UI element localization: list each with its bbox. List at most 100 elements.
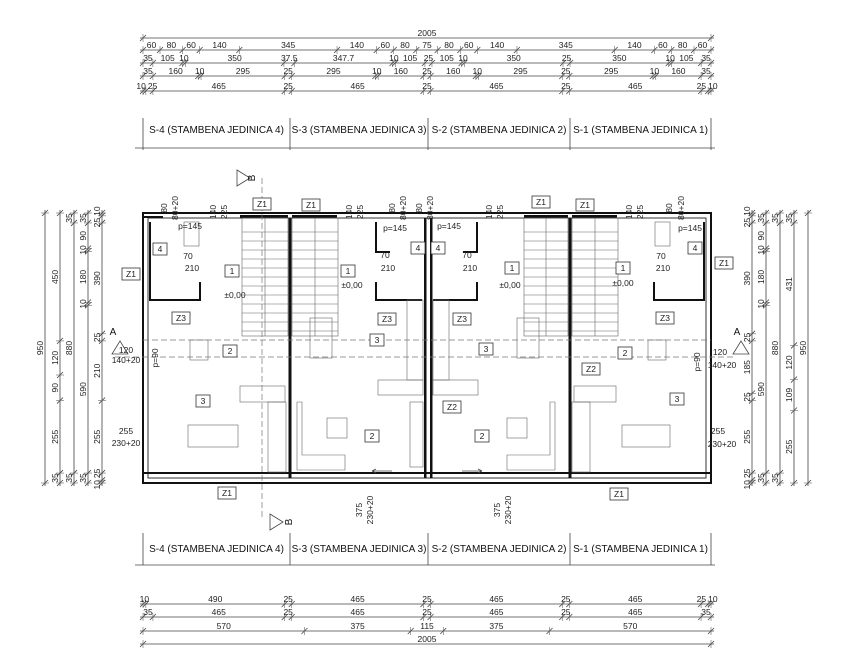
dimension-label: 35	[756, 473, 766, 483]
section-a-marker-left	[111, 340, 129, 355]
plan-label: ±0,00	[341, 280, 362, 290]
plan-label: 225	[355, 205, 365, 219]
dimension-label: 25	[561, 594, 571, 604]
dimension-label: 25	[148, 81, 158, 91]
dimension-label: 10	[78, 299, 88, 309]
dimension-label: 35	[50, 473, 60, 483]
island-s3	[377, 379, 424, 396]
dimension-label: 35	[756, 213, 766, 223]
dimension-label: 375	[489, 621, 503, 631]
plan-label: A	[110, 327, 117, 338]
dimension-label: 465	[350, 607, 364, 617]
sliding-door-arrow	[462, 468, 483, 474]
plan-label: p=90	[692, 352, 702, 371]
party-wall-s3-s2b	[430, 218, 433, 478]
plan-label: Z2	[447, 402, 457, 412]
dimension-label: 465	[489, 81, 503, 91]
dimension-label: 140	[212, 40, 226, 50]
dimension-label: 60	[658, 40, 668, 50]
plan-label: p=145	[178, 221, 202, 231]
dimension-label: 465	[350, 594, 364, 604]
building-walls	[111, 169, 750, 531]
label-box	[669, 392, 685, 406]
dimension-label: 25	[561, 607, 571, 617]
plan-label: 230+20	[365, 495, 375, 524]
bathroom-s2	[433, 222, 478, 301]
dimension-label: 80	[167, 40, 177, 50]
counter-s4	[239, 385, 286, 403]
label-box	[581, 362, 601, 376]
dimension-label: 25	[742, 218, 752, 228]
plan-label: 2	[623, 348, 628, 358]
unit-header-1: S-1 (STAMBENA JEDINICA 1)	[573, 544, 708, 555]
dimension-label: 255	[92, 429, 102, 443]
dimension-label: 880	[770, 341, 780, 355]
dimension-label: 60	[380, 40, 390, 50]
plan-label: 4	[693, 243, 698, 253]
dimension-label: 10	[742, 206, 752, 216]
dimension-label: 255	[50, 429, 60, 443]
dimension-label: 10	[136, 81, 146, 91]
dimension-label: 295	[513, 66, 527, 76]
dimension-label: 25	[697, 81, 707, 91]
dimension-label: 465	[628, 594, 642, 604]
dimension-label: 25	[561, 81, 571, 91]
dimension-label: 105	[161, 53, 175, 63]
plan-label: 70	[183, 251, 193, 261]
dimension-label: 10	[665, 53, 675, 63]
dimension-label: 2005	[418, 634, 437, 644]
plan-label: 80	[387, 203, 397, 213]
plan-label: p=145	[678, 223, 702, 233]
bathroom-s3	[375, 222, 422, 301]
dimension-label: 160	[394, 66, 408, 76]
bathroom-s1	[653, 222, 705, 301]
unit-header-3: S-3 (STAMBENA JEDINICA 3)	[292, 125, 427, 136]
dimension-label: 25	[422, 66, 432, 76]
plan-label: 4	[158, 244, 163, 254]
dimension-label: 105	[679, 53, 693, 63]
plan-label: Z1	[580, 200, 590, 210]
kitchen-s1	[571, 401, 591, 473]
label-box	[410, 241, 426, 255]
label-box	[222, 344, 238, 358]
dimension-label: 25	[561, 66, 571, 76]
plan-label: 2	[370, 431, 375, 441]
dimension-label: 465	[212, 81, 226, 91]
dimension-label: 37.5	[281, 53, 298, 63]
dimension-label: 210	[92, 363, 102, 377]
dimension-label: 180	[756, 270, 766, 284]
dimension-label: 880	[64, 341, 74, 355]
label-box	[714, 256, 734, 270]
dimension-label: 570	[217, 621, 231, 631]
dimension-label: 60	[147, 40, 157, 50]
plan-label: 80+20	[676, 196, 686, 220]
dimension-label: 80	[400, 40, 410, 50]
counter-s1	[573, 385, 617, 403]
top-wall-mid-left2	[292, 215, 337, 218]
dimension-label: 10	[92, 480, 102, 490]
plan-label: 140+20	[708, 360, 737, 370]
dimension-label: 109	[784, 388, 794, 402]
section-a-marker-right	[732, 340, 750, 355]
label-box	[252, 197, 272, 211]
dimension-label: 255	[742, 429, 752, 443]
plan-label: 210	[656, 263, 670, 273]
dimension-label: 180	[78, 270, 88, 284]
dimension-label: 10	[92, 206, 102, 216]
dimension-label: 35	[784, 213, 794, 223]
dimension-label: 80	[444, 40, 454, 50]
dimension-label: 25	[742, 468, 752, 478]
plan-label: 120	[713, 347, 727, 357]
unit-header-2: S-2 (STAMBENA JEDINICA 2)	[432, 125, 567, 136]
top-wall-s4	[143, 216, 163, 218]
dimension-label: 465	[350, 81, 364, 91]
label-box	[617, 346, 633, 360]
dimension-label: 160	[671, 66, 685, 76]
dimension-label: 465	[489, 594, 503, 604]
plan-label: 140	[208, 205, 218, 219]
inner-wall-face	[147, 217, 707, 479]
island-s2	[432, 379, 479, 396]
plan-label: 2	[228, 346, 233, 356]
dimension-label: 490	[208, 594, 222, 604]
